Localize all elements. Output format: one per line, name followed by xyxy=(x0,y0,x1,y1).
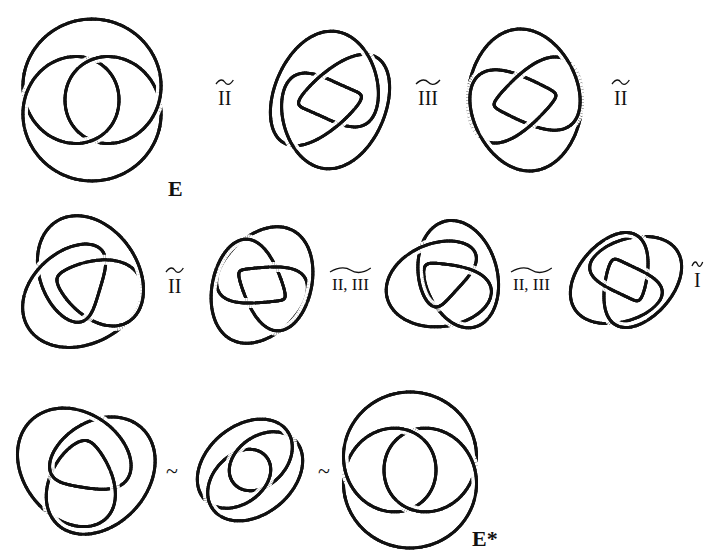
knot-diagram xyxy=(468,29,583,171)
knot-diagram xyxy=(270,31,389,169)
knot-diagram xyxy=(23,19,161,181)
